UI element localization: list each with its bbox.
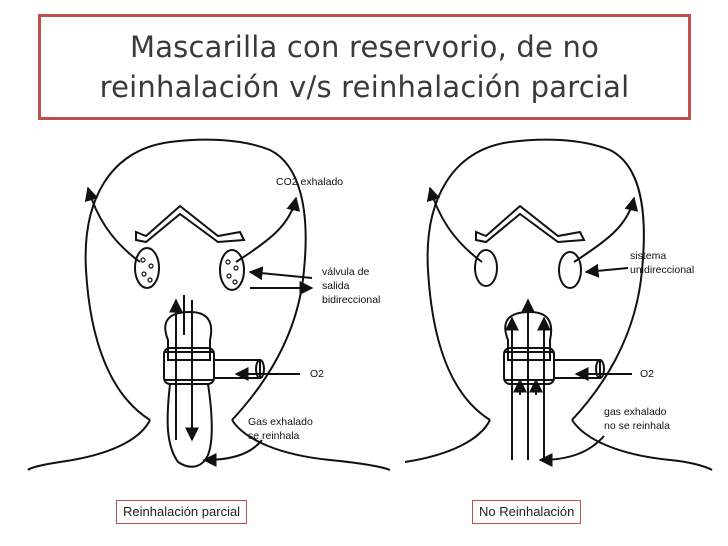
right-head-outline — [426, 138, 645, 421]
right-label-gas-1: gas exhalado — [604, 406, 667, 418]
page-title: Mascarilla con reservorio, de no reinhal… — [100, 27, 630, 107]
right-o2-tube — [553, 359, 601, 379]
right-label-gas-2: no se reinhala — [604, 420, 670, 432]
right-label-o2: O2 — [640, 368, 655, 380]
left-valve-left — [134, 247, 160, 289]
left-label-gas-1: Gas exhalado — [248, 416, 313, 428]
left-valve-right — [219, 249, 245, 291]
right-label-system-1: sistema — [630, 250, 667, 262]
left-label-valve-2: salida — [322, 280, 350, 292]
left-label-co2: CO2 exhalado — [276, 176, 344, 188]
right-neck — [404, 419, 491, 463]
title-line-1: Mascarilla con reservorio, de no — [129, 30, 600, 64]
left-neck — [27, 419, 151, 471]
right-label-system-2: unidireccional — [630, 264, 695, 276]
left-label-valve-1: válvula de — [322, 266, 370, 278]
left-label-valve-3: bidireccional — [322, 294, 381, 306]
left-head-outline — [84, 138, 307, 421]
caption-partial-rebreathing: Reinhalación parcial — [116, 500, 248, 524]
right-neck-right — [571, 419, 713, 471]
left-o2-tube — [213, 359, 261, 379]
left-neck-right — [231, 419, 391, 471]
right-valve-left — [474, 249, 498, 287]
title-box: Mascarilla con reservorio, de no reinhal… — [38, 14, 691, 120]
left-label-o2: O2 — [310, 368, 325, 380]
left-eyebrow — [135, 204, 246, 244]
right-valve-right — [558, 251, 582, 289]
caption-non-rebreathing: No Reinhalación — [472, 500, 582, 524]
left-mask — [164, 310, 213, 361]
left-reservoir-bag — [166, 383, 213, 468]
left-label-gas-2: se reinhala — [248, 430, 300, 442]
right-eyebrow — [475, 204, 586, 244]
right-figure — [404, 138, 713, 471]
title-line-2: reinhalación v/s reinhalación parcial — [99, 70, 630, 104]
left-figure — [27, 138, 391, 471]
left-mask-band — [163, 347, 215, 385]
